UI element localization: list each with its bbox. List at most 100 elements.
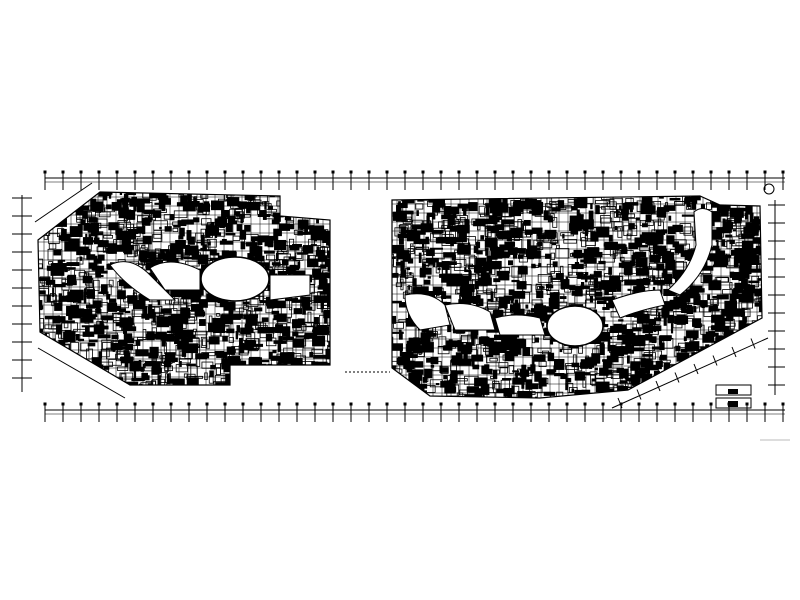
room-outline [398,318,408,323]
room-block [209,249,217,256]
room-block [333,309,345,318]
room-block [88,217,98,223]
room-block [659,212,664,215]
room-block [761,245,762,256]
room-block [92,300,102,307]
room-block [657,231,666,235]
room-outline [274,388,284,391]
room-outline [103,235,114,239]
room-block [757,225,762,231]
room-block [624,271,632,276]
room-block [84,381,88,385]
corridor [404,293,451,331]
room-block [330,219,341,228]
room-block [75,333,80,341]
room-block [187,236,195,245]
room-outline [706,202,712,210]
room-block [516,281,527,290]
room-outline [752,366,762,376]
room-block [554,373,565,377]
room-outline [487,232,496,240]
room-block [755,245,761,255]
room-block [47,279,56,285]
room-block [125,310,131,314]
room-block [70,358,84,369]
room-block [127,228,139,235]
room-block [292,331,299,337]
room-block [402,384,412,395]
room-block [680,383,684,393]
room-block [632,327,642,332]
room-block [610,325,616,333]
room-block [608,279,621,290]
room-outline [216,312,220,317]
dimension-node [421,402,425,406]
room-block [577,213,581,218]
room-outline [663,337,674,349]
room-block [687,388,702,398]
room-block [60,205,70,215]
room-block [511,279,520,283]
room-outline [410,243,414,247]
room-block [638,309,643,320]
room-outline [285,220,295,227]
room-block [421,241,425,247]
room-block [186,377,199,385]
room-block [161,203,166,212]
room-outline [482,284,498,293]
room-outline [313,202,320,212]
room-outline [750,397,757,398]
room-block [123,245,133,255]
room-outline [78,272,87,277]
room-block [198,299,208,308]
room-block [69,280,77,286]
room-outline [400,278,404,291]
room-block [68,192,81,200]
room-outline [164,365,173,372]
room-block [120,317,134,326]
room-block [266,377,275,382]
room-block [753,216,760,222]
room-block [264,201,267,209]
room-block [661,393,672,397]
dimension-node [691,170,695,174]
room-block [302,305,306,315]
room-outline [560,232,575,237]
room-block [147,383,153,385]
room-block [670,323,674,334]
room-outline [43,355,50,367]
room-block [712,264,727,268]
room-block [143,308,147,314]
room-block [591,397,600,398]
room-block [160,308,172,314]
room-block [742,332,750,338]
dimension-node [709,170,713,174]
room-block [609,336,613,340]
room-block [663,288,676,297]
dimension-node [169,402,173,406]
room-block [694,318,702,329]
room-block [532,397,546,398]
room-outline [714,304,719,309]
dimension-node [781,170,785,174]
room-block [668,215,672,221]
room-outline [565,363,580,370]
room-outline [575,399,581,402]
room-outline [392,336,394,347]
room-block [116,232,123,241]
dimension-node [277,170,281,174]
room-block [733,256,739,268]
room-block [80,249,84,255]
room-block [199,319,206,326]
room-block [307,199,313,209]
room-block [265,327,277,333]
room-block [649,336,657,343]
room-block [169,214,175,221]
room-block [275,324,284,333]
room-block [249,314,259,319]
room-outline [483,218,495,227]
room-block [744,213,748,220]
room-outline [55,363,64,372]
room-block [574,252,588,257]
room-outline [276,250,285,255]
